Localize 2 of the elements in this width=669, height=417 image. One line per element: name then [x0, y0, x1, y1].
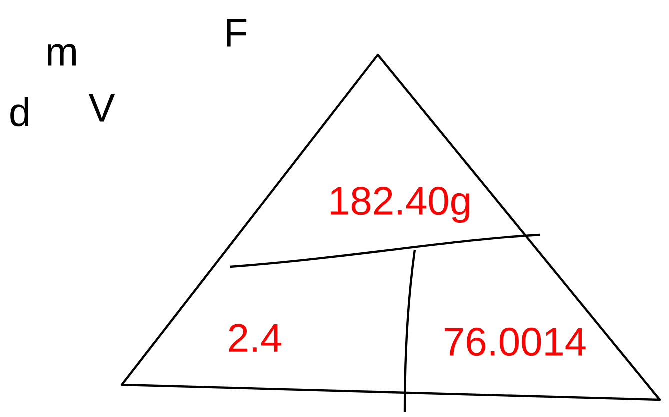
symbol-label: m	[48, 44, 76, 66]
symbol-label: d	[10, 97, 29, 127]
